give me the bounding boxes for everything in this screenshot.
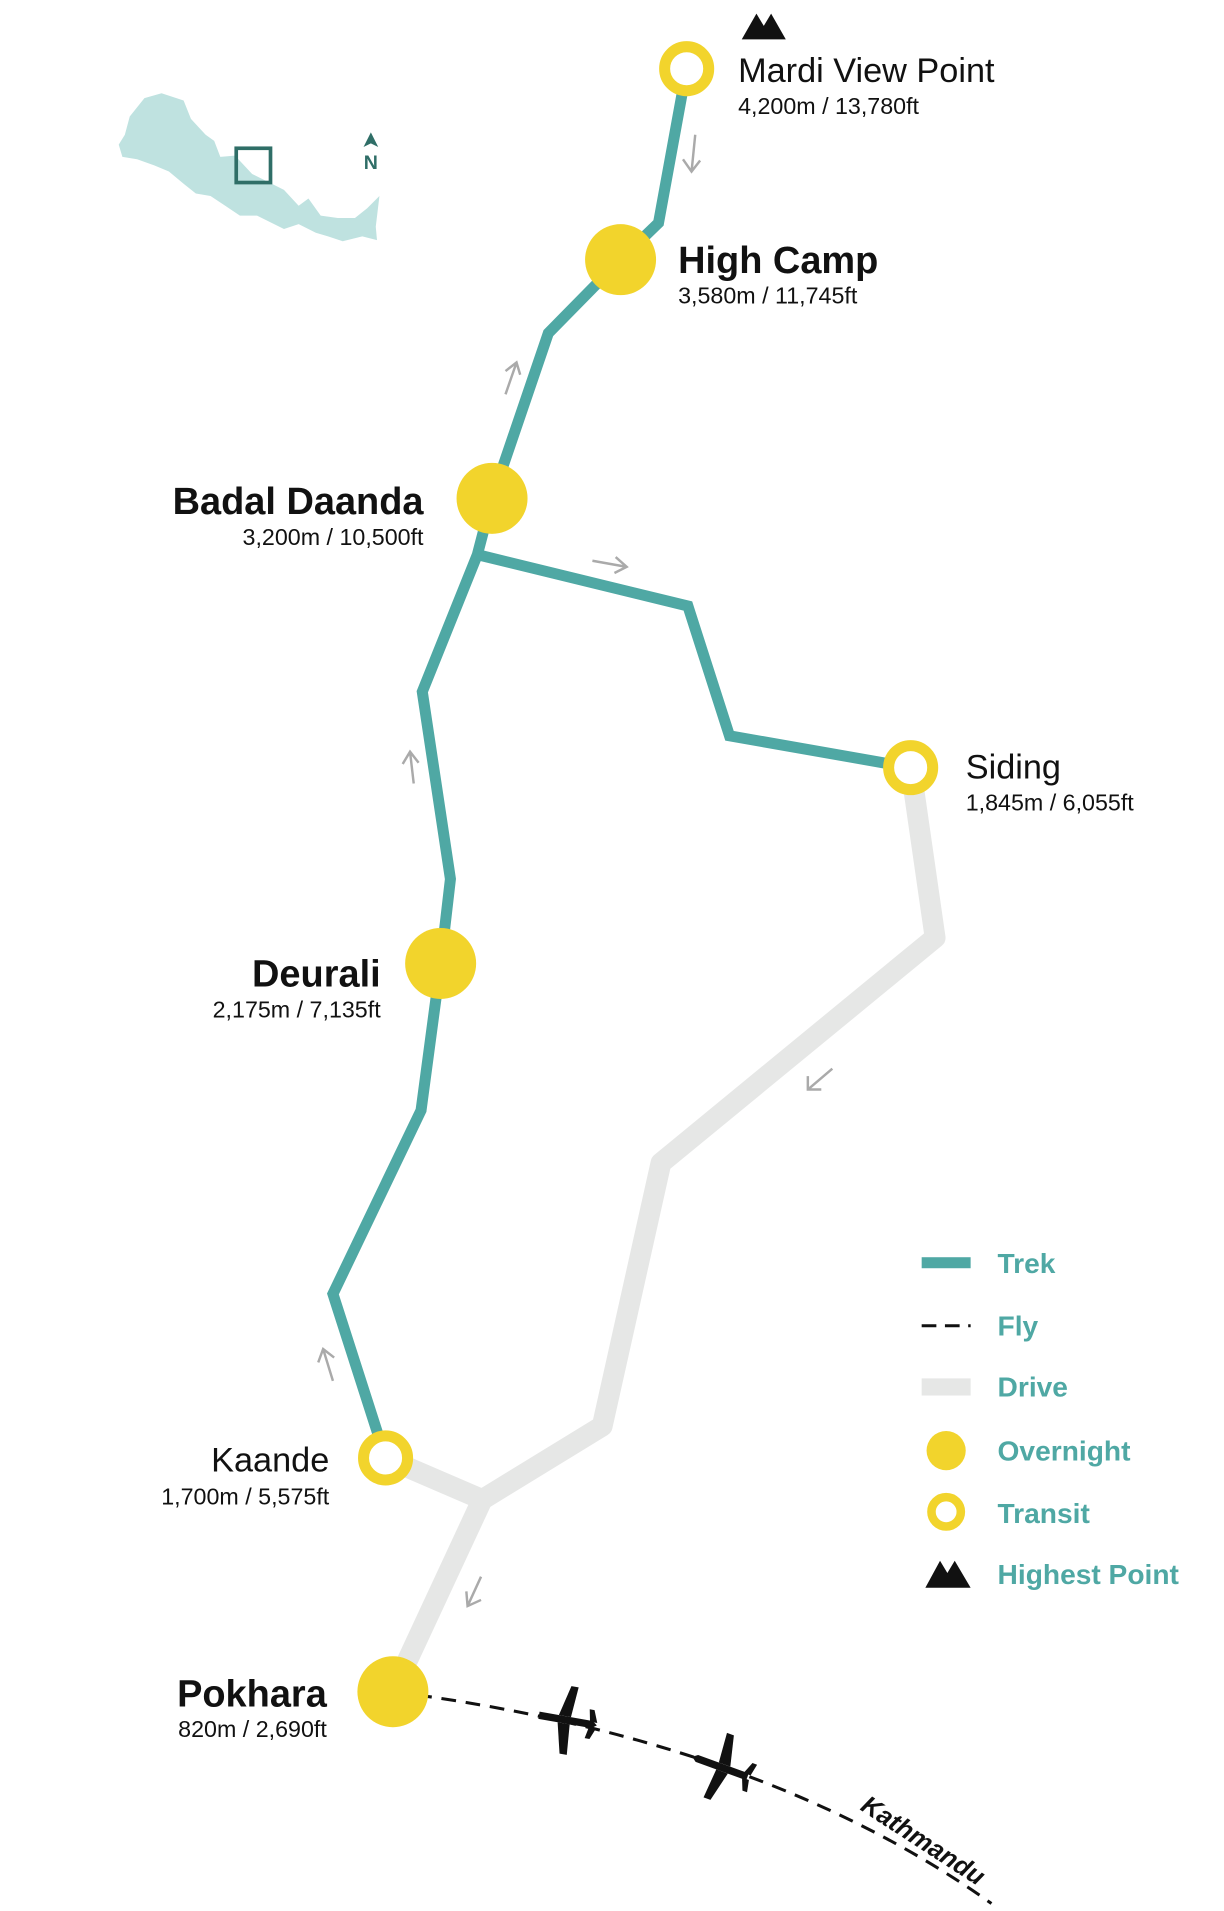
trek-area-box [234, 146, 273, 185]
marker-badal-overnight[interactable] [456, 462, 528, 534]
trek-route-siding [476, 549, 912, 774]
nepal-shape [118, 93, 380, 242]
marker-highcamp-overnight[interactable] [585, 224, 657, 296]
legend-overnight-icon [926, 1431, 966, 1471]
marker-deurali-overnight[interactable] [405, 927, 477, 999]
place-elevation-highcamp: 3,580m / 11,745ft [678, 283, 858, 309]
highest-point-icon [741, 13, 786, 40]
arrow-icon [806, 1067, 834, 1091]
airplane-icon [692, 1732, 758, 1800]
legend-highest-point-icon [925, 1560, 971, 1588]
arrow-icon [317, 1347, 335, 1382]
arrow-icon [592, 556, 629, 575]
fly-route [392, 1690, 993, 1905]
place-elevation-deurali: 2,175m / 7,135ft [213, 996, 382, 1022]
place-elevation-mardi: 4,200m / 13,780ft [738, 93, 919, 119]
nepal-inset-map: N [118, 93, 380, 242]
legend-highest-point-label: Highest Point [998, 1559, 1180, 1590]
arrow-icon [504, 360, 522, 395]
place-name-badal: Badal Daanda [173, 481, 425, 523]
north-arrow-icon [363, 132, 379, 148]
place-elevation-kaande: 1,700m / 5,575ft [161, 1483, 330, 1509]
marker-pokhara-overnight[interactable] [357, 1656, 429, 1728]
legend-trek-label: Trek [998, 1248, 1056, 1279]
legend-overnight-label: Overnight [998, 1435, 1132, 1466]
drive-route-siding-kaande [381, 766, 946, 1510]
place-name-mardi: Mardi View Point [738, 52, 995, 90]
marker-mardi-transit[interactable] [659, 41, 715, 97]
legend-transit-label: Transit [998, 1498, 1091, 1529]
legend-drive-label: Drive [998, 1372, 1068, 1403]
place-elevation-pokhara: 820m / 2,690ft [178, 1716, 327, 1742]
place-name-siding: Siding [966, 749, 1061, 787]
destination-kathmandu: Kathmandu [856, 1791, 990, 1892]
place-name-highcamp: High Camp [678, 240, 878, 282]
marker-siding-transit[interactable] [883, 740, 939, 796]
legend-transit-icon [927, 1492, 966, 1531]
arrow-icon [681, 134, 702, 174]
legend: Trek Fly Drive Overnight Transit Highest… [921, 1248, 1180, 1590]
place-elevation-siding: 1,845m / 6,055ft [966, 789, 1135, 815]
direction-arrows [317, 134, 834, 1608]
airplane-icon [538, 1686, 598, 1755]
legend-drive-swatch [921, 1378, 971, 1396]
place-name-deurali: Deurali [252, 954, 381, 996]
legend-trek-swatch [921, 1257, 971, 1269]
arrow-icon [465, 1576, 483, 1608]
place-name-kaande: Kaande [211, 1441, 329, 1479]
place-elevation-badal: 3,200m / 10,500ft [243, 524, 424, 550]
arrow-icon [401, 749, 420, 784]
marker-kaande-transit[interactable] [358, 1430, 414, 1486]
north-label: N [364, 152, 378, 174]
legend-fly-label: Fly [998, 1311, 1039, 1342]
place-name-pokhara: Pokhara [177, 1673, 328, 1715]
